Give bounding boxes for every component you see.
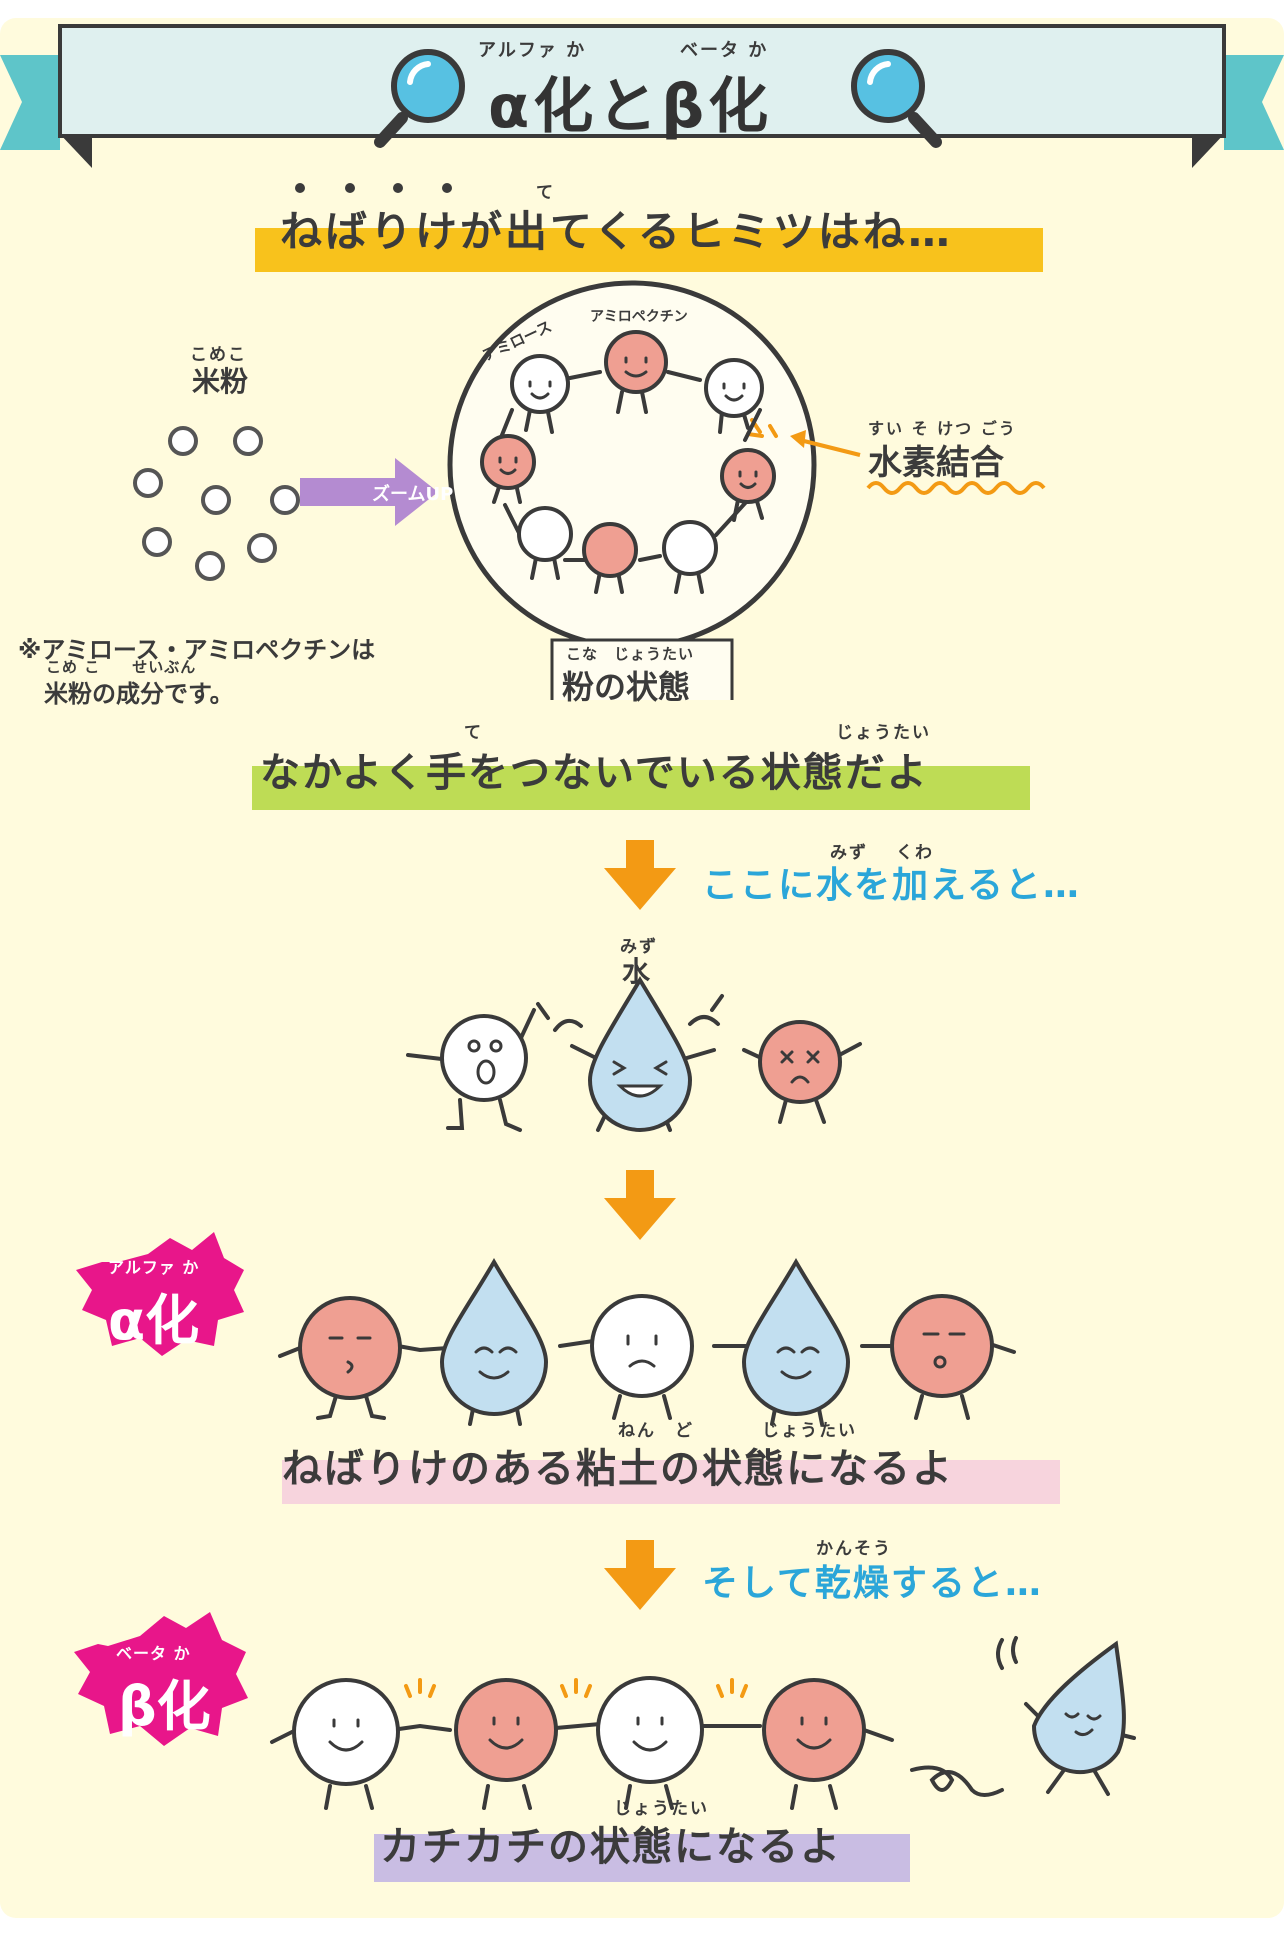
- alpha-badge: α化: [108, 1289, 200, 1352]
- rice-flour-ruby: こめこ: [190, 345, 247, 365]
- zoom-up-label: ズームUP: [372, 484, 454, 505]
- intro-text: ねばりけが出てくるヒミツはね…: [280, 207, 953, 256]
- magnifier-icon: [851, 49, 942, 148]
- state-box-ruby: こな じょうたい: [566, 645, 695, 663]
- alpha-ruby-joutai: じょうたい: [762, 1421, 857, 1441]
- beta-text: カチカチの状態になるよ: [380, 1824, 842, 1870]
- highlight-pink: [282, 1460, 1060, 1504]
- highlight-purple: [374, 1834, 910, 1882]
- note-ruby: こめ こ せいぶん: [46, 658, 197, 676]
- down-arrow-icon: [604, 1540, 676, 1610]
- beta-badge-ruby: ベータ か: [116, 1644, 191, 1663]
- header-banner-graphic: [0, 24, 1284, 168]
- emphasis-dots: [295, 183, 452, 193]
- down-arrow-icon: [604, 1170, 676, 1240]
- note-line-2: 米粉の成分です。: [44, 680, 234, 708]
- highlight-green: [252, 766, 1030, 810]
- step1-ruby-te: て: [464, 723, 483, 743]
- beta-burst-badge: [74, 1612, 248, 1746]
- step2-text: ここに水を加えると…: [702, 865, 1081, 906]
- alpha-text: ねばりけのある粘土の状態になるよ: [282, 1446, 954, 1492]
- water-label: 水: [622, 955, 651, 988]
- title-ruby-alpha: アルファ か: [478, 40, 587, 61]
- step2-ruby-mizu: みず: [830, 843, 868, 863]
- state-box-label: 粉の状態: [562, 668, 691, 706]
- step1-ruby-joutai: じょうたい: [836, 723, 931, 743]
- alpha-ruby-nendo: ねん ど: [618, 1421, 694, 1441]
- magnifier-icon: [374, 49, 465, 148]
- rice-flour-label: 米粉: [192, 365, 249, 398]
- title-ruby-beta: ベータ か: [680, 40, 769, 61]
- note-line-1: ※アミロース・アミロペクチンは: [18, 636, 376, 664]
- step2-ruby-kuwa: くわ: [896, 843, 934, 863]
- beta-ruby-joutai: じょうたい: [614, 1799, 709, 1819]
- down-arrow-icon: [604, 840, 676, 910]
- page-title: α化とβ化: [488, 72, 773, 142]
- hydrogen-bond-label: 水素結合: [868, 443, 1004, 483]
- molecule-ring: [480, 330, 776, 594]
- step3-ruby: かんそう: [816, 1539, 892, 1559]
- intro-ruby: て: [536, 183, 555, 203]
- water-ruby: みず: [620, 937, 658, 957]
- amylopectin-label: アミロペクチン: [590, 309, 688, 325]
- alpha-burst-badge: [76, 1232, 244, 1356]
- hydrogen-bond-ruby: すい そ けつ ごう: [868, 419, 1017, 438]
- highlight-yellow: [255, 228, 1043, 272]
- step1-text: なかよく手をつないでいる状態だよ: [260, 750, 929, 796]
- step3-text: そして乾燥すると…: [702, 1563, 1043, 1604]
- beta-badge: β化: [118, 1675, 211, 1738]
- alpha-badge-ruby: アルファ か: [108, 1258, 200, 1277]
